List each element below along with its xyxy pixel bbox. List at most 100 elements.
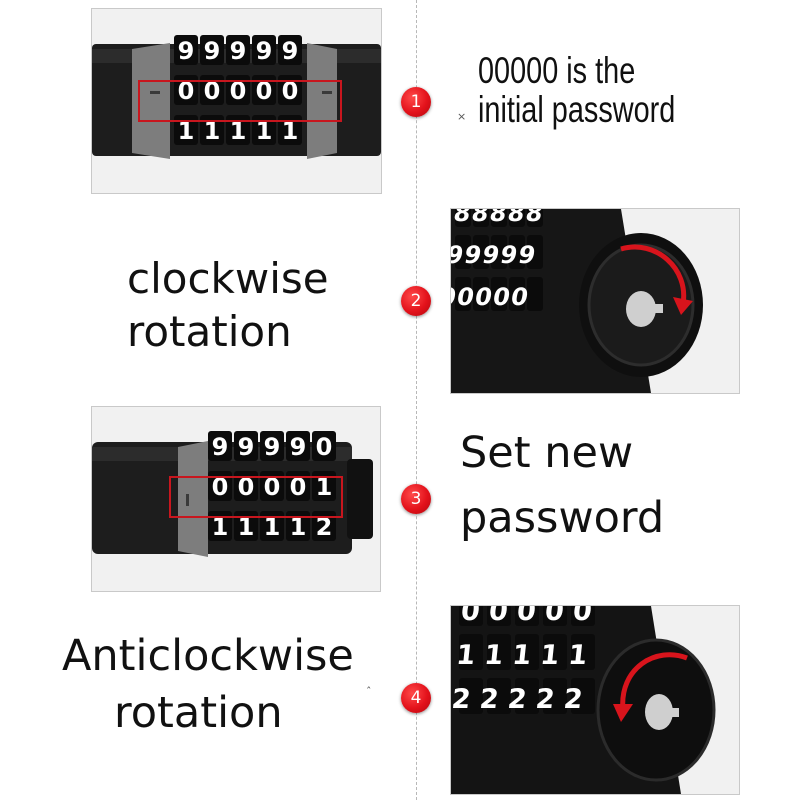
dial-digit: 2 — [451, 684, 472, 715]
dial-digit: 0 — [487, 606, 509, 627]
dial-wheel — [571, 678, 595, 714]
dial-digit: 2 — [534, 684, 556, 715]
dial-wheel — [260, 511, 284, 541]
dial-digit: 0 — [178, 77, 195, 105]
step-1-label-line-2: initial password — [478, 89, 676, 131]
dial-wheel — [286, 471, 310, 501]
dial-wheel — [278, 75, 302, 105]
step-3-label-line-2: password — [460, 492, 665, 543]
dial-digit: 9 — [264, 433, 281, 461]
dial-wheel — [208, 431, 232, 461]
dial-wheel — [455, 235, 471, 269]
dial-wheel — [286, 431, 310, 461]
dial-wheel — [487, 634, 511, 670]
dial-digit: 1 — [230, 117, 247, 145]
dial-wheel — [459, 634, 483, 670]
dial-wheel — [234, 471, 258, 501]
dial-wheel — [312, 431, 336, 461]
dial-wheel — [260, 471, 284, 501]
dashed-divider — [416, 0, 417, 800]
step-3-badge: 3 — [401, 484, 431, 514]
dial-digit: 0 — [238, 473, 255, 501]
dial-wheel — [174, 75, 198, 105]
dial-wheel — [208, 511, 232, 541]
small-mark: × — [457, 110, 467, 123]
dial-wheel — [234, 431, 258, 461]
dial-digit: 1 — [256, 117, 273, 145]
dial-wheel — [515, 606, 539, 626]
dial-wheel — [571, 606, 595, 626]
dial-wheel — [543, 634, 567, 670]
dial-wheel — [487, 606, 511, 626]
dial-digit: 8 — [469, 209, 491, 227]
dial-digit: 1 — [483, 640, 505, 671]
dial-wheel — [509, 235, 525, 269]
step-3-label: Set new password — [460, 421, 664, 550]
dial-digit: 0 — [256, 77, 273, 105]
dial-digit: 1 — [455, 640, 477, 671]
dial-wheel — [234, 511, 258, 541]
dial-digit: 2 — [506, 684, 528, 715]
step-3-label-line-1: Set new — [460, 428, 634, 478]
dial-wheel — [252, 75, 276, 105]
dial-digit: 1 — [204, 117, 221, 145]
dial-wheel — [174, 35, 198, 65]
dial-digit: 1 — [238, 513, 255, 541]
dial-digit: 0 — [451, 283, 458, 311]
dial-digit: 8 — [523, 209, 545, 227]
dial-wheel — [509, 277, 525, 311]
dial-wheel — [226, 115, 250, 145]
dial-wheel — [491, 277, 507, 311]
step-1-label: 00000 is the initial password — [478, 51, 676, 131]
dial-digit: 9 — [256, 37, 273, 65]
dial-wheel — [491, 235, 507, 269]
dial-digit: 0 — [316, 433, 333, 461]
dial-wheel — [226, 35, 250, 65]
dial-wheel — [278, 35, 302, 65]
dial-wheel — [260, 431, 284, 461]
step-2-label: clockwise rotation — [127, 252, 329, 359]
dial-wheel — [459, 678, 483, 714]
dial-digit: 1 — [264, 513, 281, 541]
dial-digit: 8 — [505, 209, 527, 227]
dial-wheel — [200, 75, 224, 105]
dial-wheel — [473, 209, 489, 227]
dial-wheel — [252, 115, 276, 145]
step-4-label: Anticlockwise rotation — [62, 628, 354, 742]
dial-digit: 9 — [212, 433, 229, 461]
step-4-label-line-2: rotation — [114, 688, 283, 739]
dial-wheel — [509, 209, 525, 227]
dial-digit: 0 — [264, 473, 281, 501]
dial-wheel — [174, 115, 198, 145]
dial-digit: 2 — [562, 684, 584, 715]
dial-digit: 0 — [571, 606, 593, 627]
dial-digit: 0 — [473, 283, 495, 311]
dial-digit: 8 — [487, 209, 509, 227]
dial-wheel — [200, 115, 224, 145]
dial-wheel — [527, 209, 543, 227]
dial-wheel — [515, 634, 539, 670]
dial-wheel — [543, 606, 567, 626]
small-mark: ˆ — [366, 685, 372, 698]
dial-digit: 9 — [178, 37, 195, 65]
dial-digit: 0 — [509, 283, 531, 311]
dial-wheel — [200, 35, 224, 65]
dial-wheel — [571, 634, 595, 670]
dial-wheel — [473, 235, 489, 269]
dial-wheel — [491, 209, 507, 227]
dial-digit: 2 — [478, 684, 500, 715]
dial-digit: 0 — [230, 77, 247, 105]
dial-wheel — [226, 75, 250, 105]
step-2-badge: 2 — [401, 286, 431, 316]
dial-digit: 1 — [178, 117, 195, 145]
dial-wheel — [208, 471, 232, 501]
